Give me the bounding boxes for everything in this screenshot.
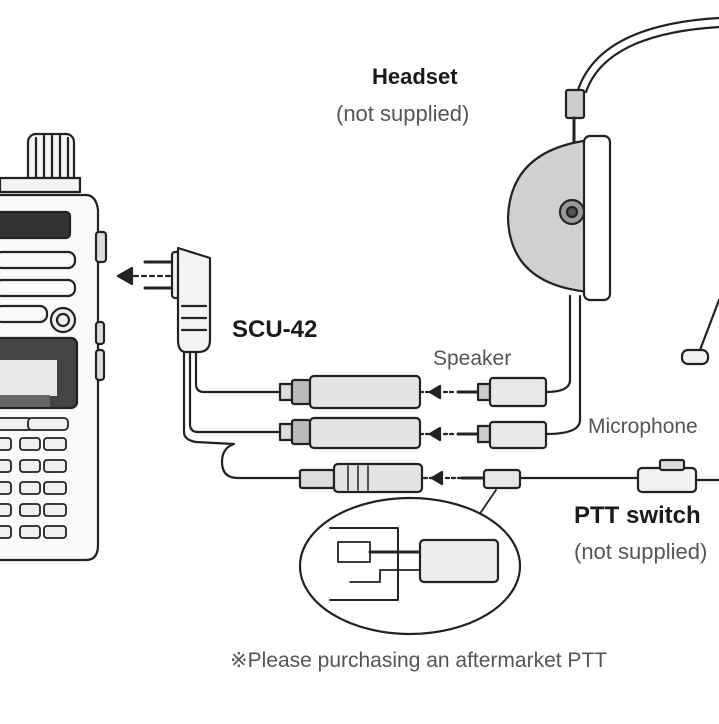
adapter-name: SCU-42 [232,316,318,343]
scu42-cables [182,350,302,480]
headset-note: (not supplied) [336,101,470,126]
microphone-label: Microphone [588,415,698,438]
speaker-label: Speaker [433,347,512,370]
ptt-switch-label: PTT switch [574,502,701,529]
ptt-switch-note: (not supplied) [574,539,708,564]
footnote: ※Please purchasing an aftermarket PTT [230,649,608,672]
plug-arrow [116,266,172,286]
headset-device [506,16,719,436]
microphone-jack [278,416,548,450]
ptt-switch-device [518,458,719,494]
scu42-plug [143,246,212,354]
jack-detail-callout [298,489,522,636]
radio-transceiver [0,132,108,562]
speaker-jack [278,374,548,410]
headset-title: Headset [372,64,458,89]
ptt-jack [298,462,522,494]
